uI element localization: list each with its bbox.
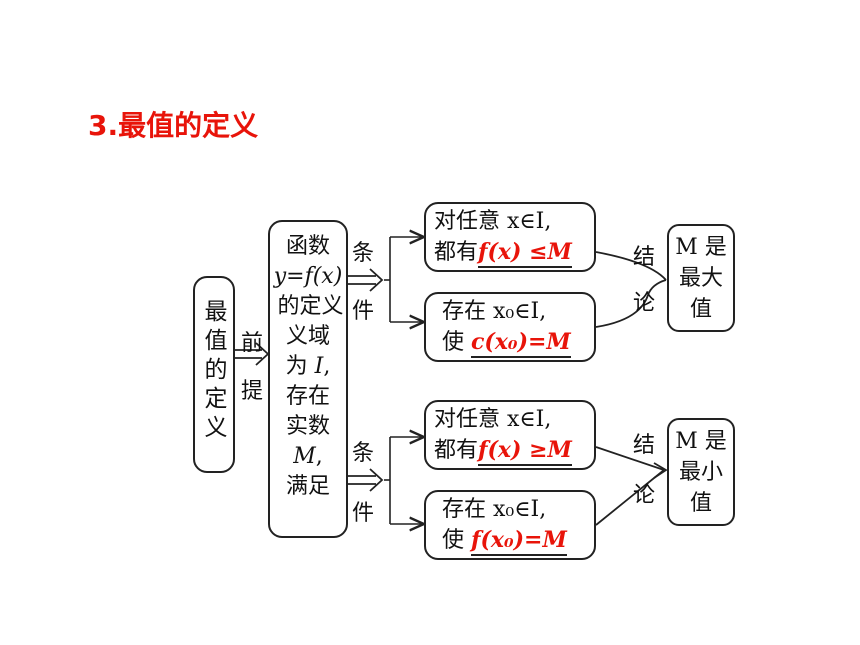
premise-line-5: 为 I, xyxy=(285,354,331,379)
min-exists-line-1: 存在 x₀∈I, xyxy=(442,497,547,522)
lower-conclusion-merge xyxy=(595,446,665,526)
min-any-formula: f(x) ≥M xyxy=(478,437,572,466)
min-any-line-2: 都有f(x) ≥M xyxy=(434,436,572,466)
max-any-formula: f(x) ≤M xyxy=(478,239,572,268)
upper-condition-double-arrow xyxy=(347,268,384,292)
max-any-condition-box: 对任意 x∈I, 都有f(x) ≤M xyxy=(424,202,596,272)
min-conclusion-label-top: 结 xyxy=(633,433,656,458)
max-conclusion-label-bottom: 论 xyxy=(633,291,656,316)
premise-line-6: 存在 xyxy=(285,384,330,409)
min-exists-line-2: 使 f(x₀)=M xyxy=(442,526,567,556)
premise-line-9: 满足 xyxy=(285,474,330,499)
min-conclusion-label-bottom: 论 xyxy=(633,483,656,508)
lower-condition-label-top: 条 xyxy=(352,441,375,466)
premise-line-1: 函数 xyxy=(285,234,330,259)
upper-conclusion-curve xyxy=(595,251,667,328)
max-result-line-2: 最大 xyxy=(678,266,723,291)
min-result-line-3: 值 xyxy=(689,491,712,516)
max-conclusion-label-top: 结 xyxy=(633,245,656,270)
min-any-condition-box: 对任意 x∈I, 都有f(x) ≥M xyxy=(424,400,596,470)
premise-line-4: 义域 xyxy=(285,324,330,349)
premise-line-2: y=f(x) xyxy=(273,264,343,289)
lower-condition-double-arrow xyxy=(347,468,384,492)
premise-label: 前提 xyxy=(240,331,263,404)
lower-condition-label-bottom: 件 xyxy=(352,501,375,526)
premise-line-3: 的定义 xyxy=(277,294,344,319)
root-label: 最值的定义 xyxy=(204,299,228,441)
max-result-line-1: M 是 xyxy=(675,235,727,260)
max-any-line-1: 对任意 x∈I, xyxy=(434,209,552,234)
upper-condition-label-bottom: 件 xyxy=(352,299,375,324)
min-exists-formula: f(x₀)=M xyxy=(471,527,567,556)
min-exists-condition-box: 存在 x₀∈I, 使 f(x₀)=M xyxy=(424,490,596,560)
premise-line-8: M, xyxy=(293,444,323,469)
max-exists-condition-box: 存在 x₀∈I, 使 c(x₀)=M xyxy=(424,292,596,362)
min-any-line-1: 对任意 x∈I, xyxy=(434,407,552,432)
lower-fork-lines xyxy=(384,437,424,524)
upper-condition-label-top: 条 xyxy=(352,241,375,266)
min-result-line-2: 最小 xyxy=(678,460,723,485)
page-title: 3.最值的定义 xyxy=(88,109,259,142)
premise-line-7: 实数 xyxy=(285,414,330,439)
max-exists-line-2: 使 c(x₀)=M xyxy=(442,328,571,358)
max-any-line-2: 都有f(x) ≤M xyxy=(434,238,572,268)
max-exists-formula: c(x₀)=M xyxy=(471,329,571,358)
max-exists-line-1: 存在 x₀∈I, xyxy=(442,299,547,324)
root-box: 最值的定义 xyxy=(193,276,235,473)
min-result-box: M 是 最小 值 xyxy=(667,418,735,526)
max-result-box: M 是 最大 值 xyxy=(667,224,735,332)
premise-box: 函数 y=f(x) 的定义 义域 为 I, 存在 实数 M, 满足 xyxy=(268,220,348,538)
max-result-line-3: 值 xyxy=(689,297,712,322)
min-result-line-1: M 是 xyxy=(675,429,727,454)
upper-fork-lines xyxy=(384,237,424,322)
